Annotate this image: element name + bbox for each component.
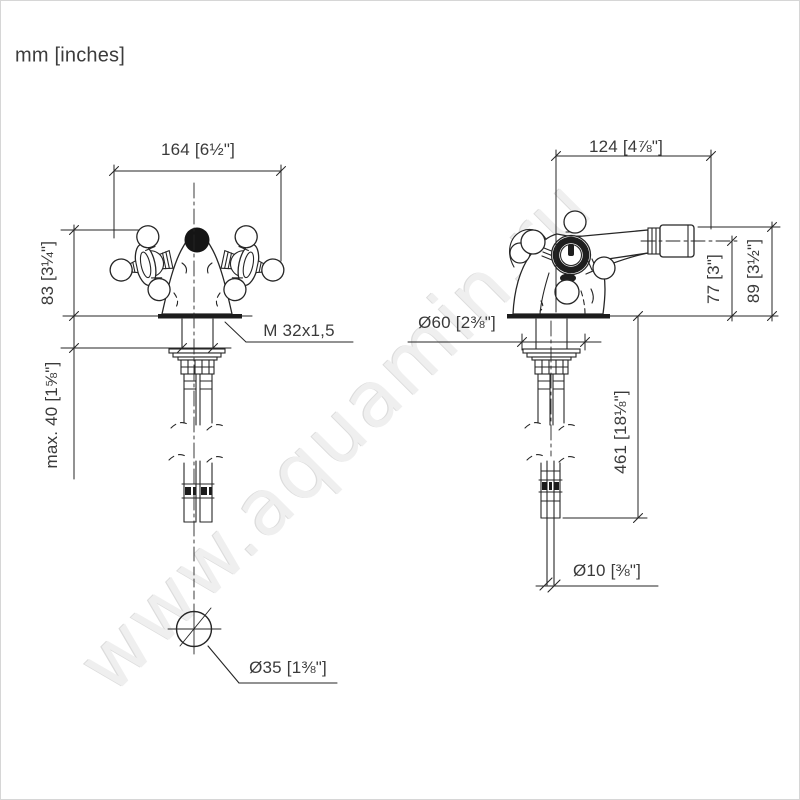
side-spout-top-dim-label: 89 [3½"] [744, 238, 763, 304]
units-label: mm [inches] [14, 44, 126, 67]
front-width-dim-label: 164 [6½"] [160, 140, 236, 159]
side-view-drawing [507, 210, 779, 593]
side-escutcheon-dia-label: Ø60 [2⅜"] [418, 313, 496, 332]
side-spout-center-dim-label: 77 [3"] [704, 254, 723, 304]
front-max-deck-dim-label: max. 40 [1⅝"] [42, 361, 61, 469]
front-height-dim-label: 83 [3¼"] [38, 240, 57, 306]
side-hose-length-dim-label: 461 [18⅛"] [611, 390, 630, 474]
side-depth-dim-label: 124 [4⅞"] [588, 137, 664, 156]
front-aerator [184, 227, 210, 253]
side-view-dimensions [407, 149, 781, 587]
thread-size-label: M 32x1,5 [263, 321, 335, 340]
front-left-handle [109, 225, 174, 302]
front-view-drawing [62, 225, 338, 684]
front-view-dimensions [60, 164, 354, 655]
side-hose-dia-label: Ø10 [⅜"] [572, 561, 642, 580]
front-hole-dia-label: Ø35 [1⅜"] [249, 658, 327, 677]
front-right-handle [220, 225, 285, 302]
